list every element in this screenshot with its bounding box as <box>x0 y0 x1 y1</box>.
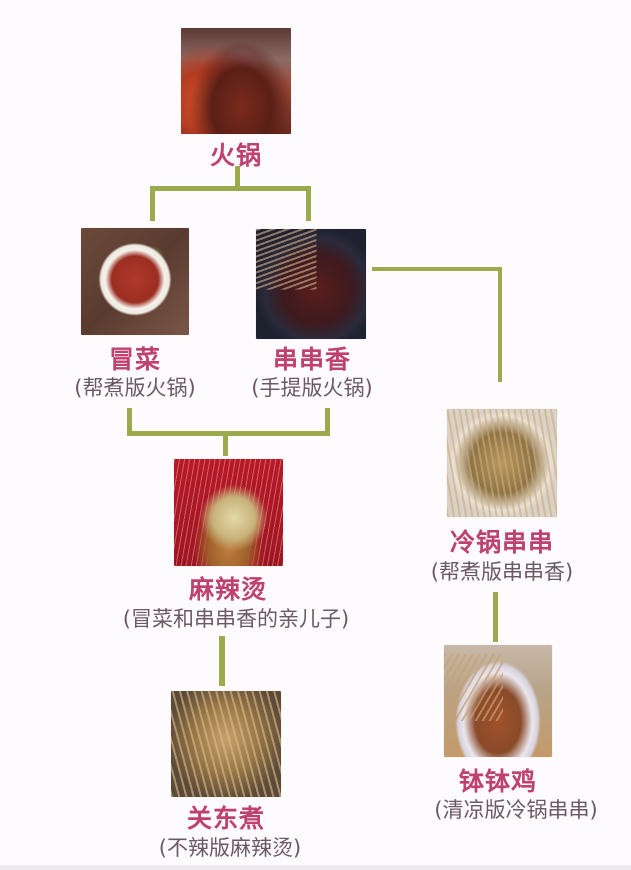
node-title: 冷锅串串 <box>449 528 555 557</box>
maocai-bowl-photo <box>81 228 189 335</box>
node-title: 关东煮 <box>186 804 266 833</box>
connector-chuanchuan-to-lengguo-h <box>372 267 502 271</box>
skewers-pot-photo <box>256 229 366 339</box>
node-title: 串串香 <box>272 345 352 374</box>
malatang-bowl-photo <box>174 459 283 566</box>
cold-pot-skewers-photo <box>447 409 557 517</box>
hotpot-photo <box>181 28 291 134</box>
bobo-chicken-photo <box>444 645 552 757</box>
connector-parents-bar <box>127 431 330 436</box>
node-title: 火锅 <box>209 141 263 170</box>
node-title: 冒菜 <box>108 345 162 374</box>
connector-maocai-down <box>127 408 132 435</box>
connector-malatang-to-guandongzhu <box>219 636 225 686</box>
connector-hotpot-stem <box>235 166 240 188</box>
connector-to-malatang <box>223 431 228 456</box>
connector-to-maocai <box>150 186 155 221</box>
node-subtitle: (不辣版麻辣烫) <box>158 836 302 860</box>
connector-chuanchuan-to-lengguo-v <box>498 267 502 382</box>
node-subtitle: (帮煮版串串香) <box>430 560 574 584</box>
node-subtitle: (冒菜和串串香的亲儿子) <box>122 607 350 631</box>
node-title: 麻辣烫 <box>188 575 268 604</box>
connector-hotpot-bar <box>150 186 310 191</box>
node-subtitle: (帮煮版火锅) <box>74 376 196 400</box>
bottom-divider <box>0 865 631 870</box>
connector-to-chuanchuanxiang <box>306 186 311 221</box>
node-subtitle: (清凉版冷锅串串) <box>434 798 598 822</box>
connector-lengguo-to-bobo <box>493 592 498 642</box>
node-subtitle: (手提版火锅) <box>251 376 373 400</box>
connector-chuanchuan-down <box>325 408 330 435</box>
node-title: 钵钵鸡 <box>458 767 538 796</box>
oden-tray-photo <box>171 691 281 797</box>
